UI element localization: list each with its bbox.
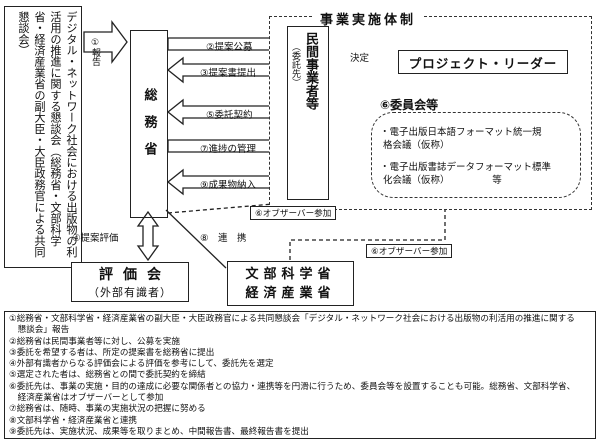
observer-label-1: ⑥オブザーバー参加 bbox=[250, 206, 337, 220]
arrow-teiansho bbox=[166, 56, 286, 84]
ministry-mext: 文部科学省 bbox=[245, 266, 336, 282]
legend-line: ②総務省は民間事業者等に対し、公募を実施 bbox=[9, 336, 180, 347]
evaluation-committee-box: 評価会 （外部有識者） bbox=[71, 262, 189, 302]
contractor-sublabel: （委託先） bbox=[290, 42, 300, 87]
implementation-frame bbox=[269, 16, 592, 210]
legend-line: 経済産業省はオブザーバーとして参加 bbox=[9, 393, 164, 404]
legend-line: ⑦総務省は、随時、事業の実施状況の把握に努める bbox=[9, 404, 206, 415]
observer-label-2: ⑥オブザーバー参加 bbox=[366, 244, 453, 258]
report-label: ①報告 bbox=[90, 38, 100, 66]
legend-line: ③委託を希望する者は、所定の提案書を総務省に提出 bbox=[9, 347, 215, 358]
legend-notes: ①総務省・文部科学省・経済産業省の副大臣・大臣政務官による共同懇談会「デジタル・… bbox=[4, 311, 596, 439]
legend-line: ⑧文部科学省・経済産業省と連携 bbox=[9, 415, 138, 426]
contractor-box bbox=[287, 26, 329, 200]
arrow-label-teiansho: ③提案書提出 bbox=[200, 68, 257, 79]
evaluation-committee-sub: （外部有識者） bbox=[88, 286, 172, 299]
council-box: デジタル・ネットワーク社会における出版物の利活用の推進に関する懇談会（総務省・文… bbox=[4, 6, 82, 268]
committee-item: ・電子出版書誌データフォーマット標準 化会議（仮称） 等 bbox=[380, 162, 552, 186]
decision-label: 決定 bbox=[350, 53, 370, 64]
legend-line: ⑥委託先は、事業の実施・目的の達成に必要な関係者との協力・連携等を円滑に行うため… bbox=[9, 381, 576, 392]
eval-arrow bbox=[136, 210, 160, 262]
legend-line: ①総務省・文部科学省・経済産業省の副大臣・大臣政務官による共同懇談会「デジタル・… bbox=[9, 314, 575, 324]
legend-line: ④外部有識者からなる評価会による評価を参考にして、委託先を選定 bbox=[9, 359, 274, 370]
somu-box: 総務省 bbox=[130, 30, 168, 218]
ministry-meti: 経済産業省 bbox=[245, 285, 336, 301]
observer-line-2 bbox=[289, 198, 451, 260]
legend-line: ⑨委託先は、実施状況、成果等を取りまとめ、中間報告書、最終報告書を提出 bbox=[9, 426, 309, 437]
implementation-title: 事業実施体制 bbox=[312, 9, 425, 28]
arrow-label-shinchoku: ⑦進捗の管理 bbox=[200, 144, 257, 155]
legend-line: ⑤選定された者は、総務省との間で委託契約を締結 bbox=[9, 370, 206, 381]
arrow-nounyu bbox=[166, 168, 286, 196]
contractor-label: 民間事業者等 bbox=[303, 32, 318, 110]
arrow-label-itaku: ⑤委託契約 bbox=[206, 110, 253, 121]
committee-heading: ⑥委員会等 bbox=[380, 98, 439, 112]
eval-label: ④提案評価 bbox=[72, 233, 119, 244]
report-arrow bbox=[83, 20, 128, 64]
coop-line bbox=[165, 209, 227, 269]
evaluation-committee-title: 評価会 bbox=[99, 267, 171, 283]
ministries-box: 文部科学省 経済産業省 bbox=[227, 261, 354, 306]
arrow-label-nounyu: ⑨成果物納入 bbox=[200, 180, 257, 191]
coop-label: ⑧ 連 携 bbox=[200, 233, 247, 244]
legend-line: 懇談会」報告 bbox=[9, 325, 70, 336]
project-leader-box: プロジェクト・リーダー bbox=[398, 50, 568, 74]
committee-oval bbox=[371, 112, 581, 198]
arrow-label-koubo: ②提案公募 bbox=[206, 42, 253, 53]
observer-line-1 bbox=[167, 191, 369, 214]
committee-item: ・電子出版日本語フォーマット統一規 格会議（仮称） bbox=[380, 127, 542, 151]
